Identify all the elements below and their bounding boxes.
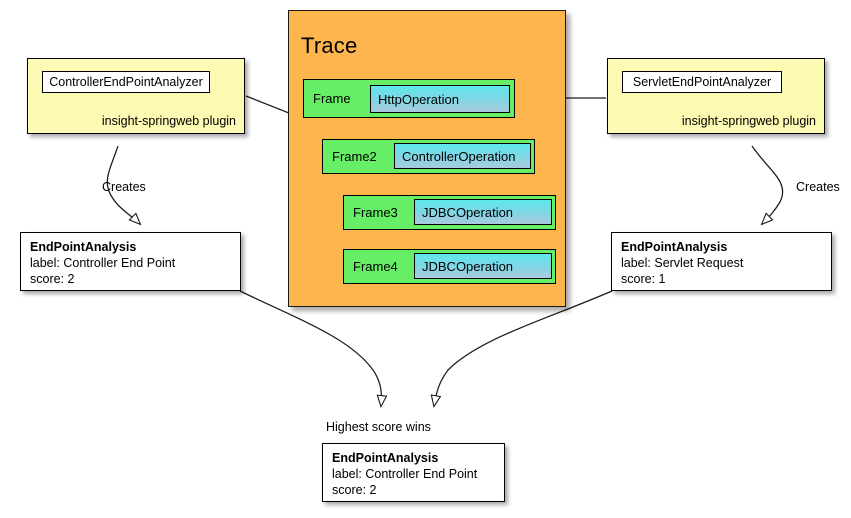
frame-label-4: Frame4	[353, 259, 398, 274]
highest-score-wins-label: Highest score wins	[326, 420, 431, 434]
endpoint-analysis-right: EndPointAnalysis label: Servlet Request …	[611, 232, 832, 291]
trace-title: Trace	[301, 33, 358, 58]
endpoint-analysis-winner-type: EndPointAnalysis	[332, 451, 439, 465]
operation-box-controller: ControllerOperation	[394, 143, 531, 169]
frame-label-3: Frame3	[353, 205, 398, 220]
frame-label-2: Frame2	[332, 149, 377, 164]
endpoint-analysis-left-label: label: Controller End Point	[30, 256, 176, 270]
operation-box-http: HttpOperation	[370, 85, 510, 113]
creates-label-left: Creates	[102, 180, 146, 194]
endpoint-analysis-right-score: score: 1	[621, 272, 666, 286]
endpoint-analysis-winner-label: label: Controller End Point	[332, 467, 478, 481]
endpoint-analysis-left-type: EndPointAnalysis	[30, 240, 137, 254]
frame-label-1: Frame	[313, 91, 351, 106]
endpoint-analysis-winner-score: score: 2	[332, 483, 377, 497]
endpoint-analysis-winner: EndPointAnalysis label: Controller End P…	[322, 443, 505, 502]
controller-endpoint-analyzer-plugin: insight-springweb plugin	[101, 114, 236, 128]
servlet-endpoint-analyzer-title: ServletEndPointAnalyzer	[622, 71, 782, 93]
servlet-endpoint-analyzer-plugin: insight-springweb plugin	[681, 114, 816, 128]
endpoint-analysis-right-label: label: Servlet Request	[621, 256, 744, 270]
edge-right-analysis-to-winner	[434, 290, 613, 406]
endpoint-analysis-left: EndPointAnalysis label: Controller End P…	[20, 232, 241, 291]
controller-endpoint-analyzer-box: ControllerEndPointAnalyzer insight-sprin…	[27, 58, 245, 134]
endpoint-analysis-right-type: EndPointAnalysis	[621, 240, 728, 254]
operation-box-jdbc-1: JDBCOperation	[414, 199, 552, 225]
servlet-endpoint-analyzer-box: ServletEndPointAnalyzer insight-springwe…	[607, 58, 825, 134]
controller-endpoint-analyzer-title: ControllerEndPointAnalyzer	[42, 71, 210, 93]
edge-creates-right	[751, 145, 784, 224]
creates-label-right: Creates	[796, 180, 840, 194]
edge-left-analysis-to-winner	[239, 290, 381, 406]
operation-box-jdbc-2: JDBCOperation	[414, 253, 552, 279]
endpoint-analysis-left-score: score: 2	[30, 272, 75, 286]
